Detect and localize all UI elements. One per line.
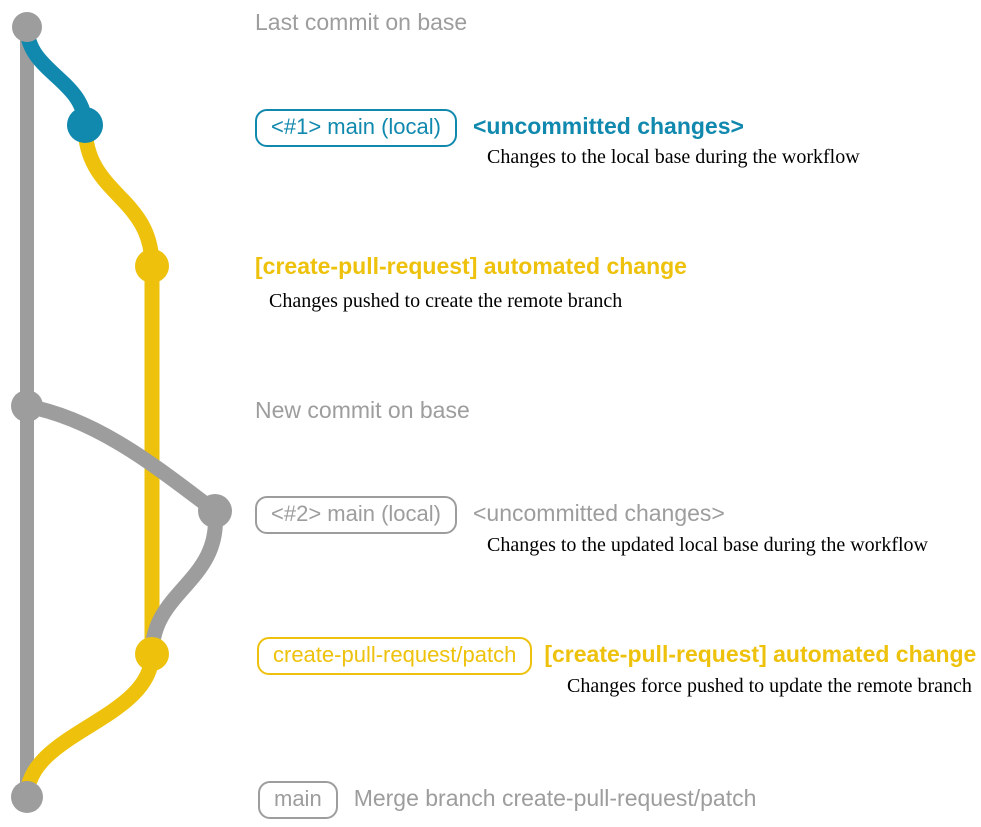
edge-local1-to-patch-create [77, 117, 160, 274]
edge-local2-to-patch-update [144, 503, 223, 662]
commit-node-base-merge[interactable] [11, 781, 43, 813]
commit-row-local-uncommitted-1: <#1> main (local) <uncommitted changes> [255, 109, 744, 147]
commit-description-patch-update: Changes force pushed to update the remot… [567, 675, 972, 697]
commit-title-uncommitted-changes-2: <uncommitted changes> [472, 500, 725, 526]
commit-title-merge: Merge branch create-pull-request/patch [353, 785, 757, 811]
commit-node-base-last-commit[interactable] [12, 12, 42, 42]
commit-description-patch-create: Changes pushed to create the remote bran… [269, 290, 623, 312]
commit-title-patch-update: [create-pull-request] automated change [544, 641, 977, 667]
edge-base-to-local2 [19, 398, 223, 519]
commit-title-patch-create: [create-pull-request] automated change [255, 253, 687, 279]
commit-row-patch-update: create-pull-request/patch [create-pull-r… [257, 637, 976, 675]
commit-node-base-new-commit[interactable] [11, 390, 43, 422]
edge-patch-update-to-merge [19, 646, 160, 805]
branch-badge-main[interactable]: main [258, 781, 338, 819]
branch-badge-main-local-1[interactable]: <#1> main (local) [255, 109, 457, 147]
branch-badge-main-local-2[interactable]: <#2> main (local) [255, 496, 457, 534]
commit-node-local-2[interactable] [198, 494, 232, 528]
commit-title-last-commit-on-base: Last commit on base [255, 9, 468, 35]
branch-badge-create-pull-request-patch[interactable]: create-pull-request/patch [257, 637, 533, 675]
commit-node-local-1[interactable] [67, 107, 103, 143]
commit-title-new-commit-on-base: New commit on base [255, 397, 470, 423]
commit-title-uncommitted-changes-1: <uncommitted changes> [472, 113, 744, 139]
commit-row-merge: main Merge branch create-pull-request/pa… [258, 781, 756, 819]
commit-description-local-2: Changes to the updated local base during… [487, 534, 928, 556]
commit-description-local-1: Changes to the local base during the wor… [487, 146, 860, 168]
commit-row-local-uncommitted-2: <#2> main (local) <uncommitted changes> [255, 496, 725, 534]
commit-node-patch-create[interactable] [135, 249, 169, 283]
commit-node-patch-update[interactable] [135, 637, 169, 671]
